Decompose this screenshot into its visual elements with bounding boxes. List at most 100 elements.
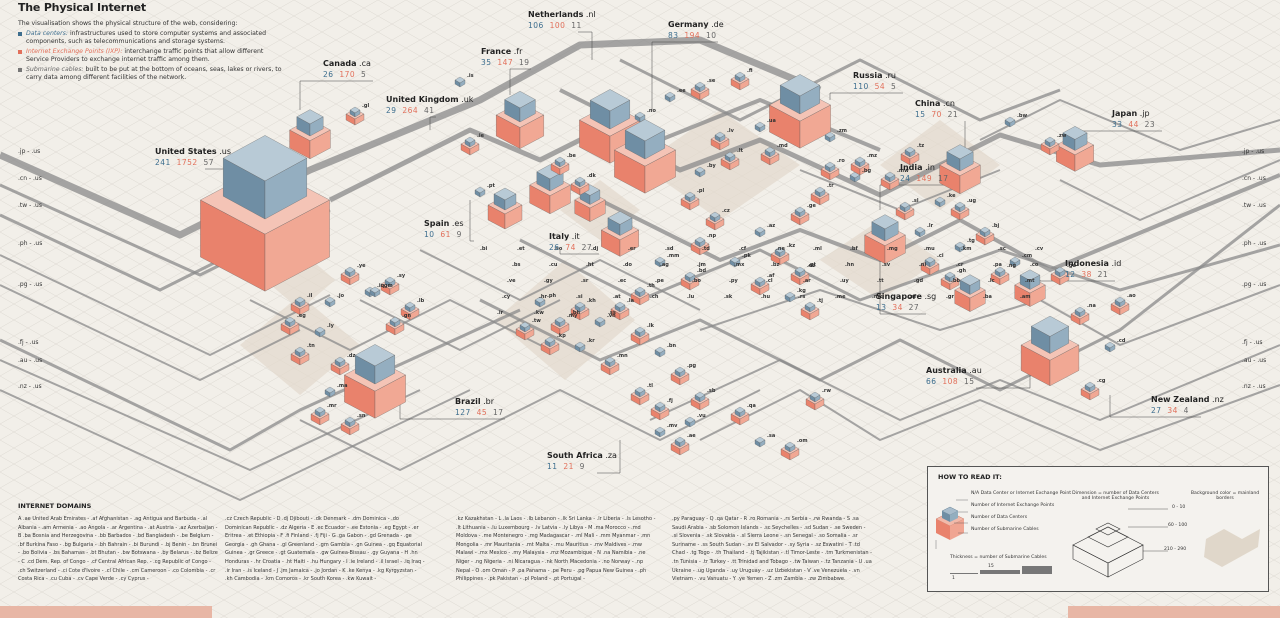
- domains-column-4: .py Paraguay - Q .qa Qatar - R .ro Roman…: [672, 516, 872, 583]
- cable-count: 9: [456, 230, 462, 239]
- submarine-cable: [0, 308, 521, 452]
- country-code-label: .tt: [877, 278, 884, 284]
- small-facility: [670, 366, 690, 386]
- intro-desc: built to be put at the bottom of oceans,…: [26, 66, 282, 81]
- submarine-cable: [359, 299, 561, 351]
- submarine-cable: [0, 284, 301, 381]
- country-name: Germany: [668, 20, 709, 29]
- small-facility: [754, 436, 766, 448]
- country-code-label: .cf: [739, 246, 747, 252]
- legend-graphic: [935, 499, 1260, 578]
- country-name: Indonesia: [1065, 259, 1109, 268]
- small-facility: [630, 386, 650, 406]
- country-code-label: .cy: [502, 294, 511, 300]
- legend-title: HOW TO READ IT:: [938, 473, 1002, 481]
- country-code-label: .sa: [767, 433, 775, 439]
- edge-cable-label-left: .nz - .us: [18, 383, 42, 390]
- country-code-label: .kg: [797, 288, 806, 294]
- country-code-label: .mu: [924, 246, 935, 252]
- small-facility: [454, 76, 466, 88]
- country-code-label: .ga: [1067, 263, 1076, 269]
- small-facility: [754, 121, 766, 133]
- country-code-label: .vn: [607, 313, 616, 319]
- cable-count: 15: [963, 377, 975, 386]
- small-facility: [914, 226, 926, 238]
- cable-count: 21: [947, 110, 959, 119]
- small-facility: [694, 166, 706, 178]
- edge-cable-label-right: .pg - .us: [1242, 281, 1267, 288]
- small-facility: [730, 406, 750, 426]
- country-code-label: .no: [647, 108, 656, 114]
- intro-term: Data centers:: [26, 30, 68, 37]
- submarine-cable: [699, 384, 1280, 451]
- ixp-count: 147: [497, 58, 514, 67]
- leader-line: [879, 260, 926, 315]
- small-facility: [750, 276, 770, 296]
- country-code-label: .uy: [840, 278, 849, 284]
- country-code-label: .cm: [1022, 253, 1032, 259]
- country-code-label: .lc: [988, 278, 995, 284]
- edge-cable-label-right: .tw - .us: [1242, 202, 1266, 209]
- country-code-label: .gh: [957, 268, 966, 274]
- country-code-label: .iq: [377, 283, 385, 289]
- leader-line: [299, 80, 373, 110]
- country-code-label: .sy: [397, 273, 406, 279]
- facility-building: [769, 74, 831, 149]
- small-facility: [369, 286, 381, 298]
- country-code-label: .qa: [747, 403, 756, 409]
- country-label-us: United States .us 241 1752 57: [155, 147, 231, 167]
- country-code-label: .zw: [1057, 133, 1067, 139]
- country-code-label: .az: [767, 223, 775, 229]
- country-code-label: .il: [307, 293, 313, 299]
- country-code-label: .eg: [297, 313, 306, 319]
- small-facility: [720, 151, 740, 171]
- country-code-label: .pk: [742, 253, 751, 259]
- country-code-label: .pl: [697, 188, 704, 194]
- footer-bar-right: [1068, 606, 1280, 618]
- small-facility: [664, 91, 676, 103]
- small-facility: [1009, 256, 1021, 268]
- country-code-label: .bf: [850, 246, 858, 252]
- country-code-label: .pt: [487, 183, 495, 189]
- small-facility: [670, 436, 690, 456]
- country-label-ru: Russia .ru 110 54 5: [853, 71, 896, 91]
- country-name: Spain: [424, 219, 450, 228]
- submarine-cable: [1059, 159, 1280, 221]
- country-code-label: .hu: [761, 294, 770, 300]
- country-code-label: .jm: [697, 262, 706, 268]
- small-facility: [540, 336, 560, 356]
- cable-count: 5: [360, 70, 367, 79]
- country-code-label: .kw: [534, 310, 544, 316]
- country-code-label: .pa: [993, 262, 1002, 268]
- country-code-label: .ba: [983, 294, 992, 300]
- small-facility: [594, 316, 606, 328]
- small-facility: [680, 191, 700, 211]
- country-code-label: .ae: [687, 433, 696, 439]
- country-name: South Africa: [547, 451, 603, 460]
- country-code-label: .lv: [727, 128, 735, 134]
- facility-building: [344, 344, 406, 419]
- country-code-label: .ht: [586, 262, 594, 268]
- small-facility: [954, 241, 966, 253]
- small-facility: [900, 146, 920, 166]
- country-code-label: .bb: [951, 278, 960, 284]
- cable-count: 27: [908, 303, 920, 312]
- country-code-label: .ge: [807, 203, 816, 209]
- small-facility: [1104, 341, 1116, 353]
- small-facility: [880, 171, 900, 191]
- country-code-label: .kz: [787, 243, 795, 249]
- ixp-count: 45: [476, 408, 488, 417]
- submarine-cable: [0, 359, 421, 471]
- dc-count: 13: [876, 303, 887, 312]
- intro-text: The visualisation shows the physical str…: [18, 20, 288, 84]
- edge-cable-label-right: .jp - .us: [1242, 148, 1265, 155]
- country-code-label: .mt: [1025, 278, 1035, 284]
- country-code-label: .sn: [357, 413, 366, 419]
- country-code-label: .mn: [617, 353, 628, 359]
- country-tld: .uk: [461, 95, 474, 104]
- small-facility: [780, 441, 800, 461]
- legend-label-na: N/A Data Center or Internet Exchange Poi…: [971, 491, 1072, 496]
- country-code-label: .so: [554, 246, 563, 252]
- country-tld: .us: [219, 147, 232, 156]
- country-code-label: .cu: [549, 262, 558, 268]
